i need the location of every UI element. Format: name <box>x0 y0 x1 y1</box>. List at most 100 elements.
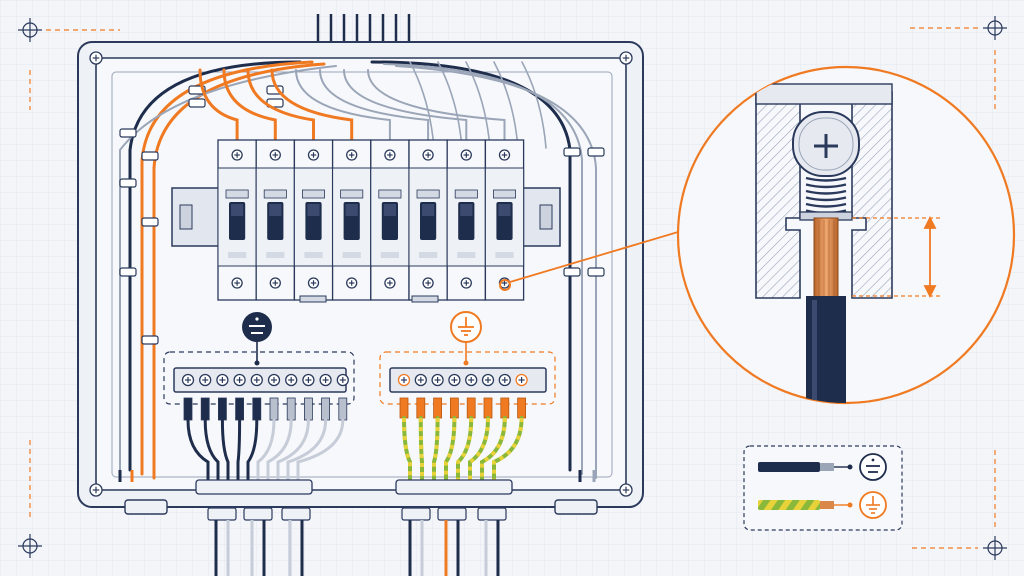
breaker-top-screw-icon <box>307 149 320 161</box>
earth-wire-ferrule <box>416 397 426 419</box>
circuit-breaker[interactable] <box>484 139 525 301</box>
terminal-housing-top <box>755 83 893 105</box>
breaker-top-screw-icon <box>269 149 281 161</box>
circuit-breaker[interactable] <box>217 139 257 301</box>
earth-wire-ferrule <box>466 397 476 419</box>
neutral-wire <box>236 418 242 487</box>
top-cable-entry <box>316 14 411 44</box>
terminal-detail-callout <box>676 65 1016 405</box>
circuit-breaker[interactable] <box>446 139 487 301</box>
cable-clip <box>119 128 137 138</box>
earth-terminal-screw-icon <box>481 373 495 387</box>
breaker-bottom-screw-icon <box>422 277 434 289</box>
enclosure-back-plate <box>111 71 613 478</box>
neutral-terminal-screw-icon <box>250 373 263 387</box>
earth-terminal-screw-icon <box>448 373 461 387</box>
cable-clip <box>119 267 137 277</box>
earth-terminal-screw-icon <box>414 373 427 387</box>
crosshair-icon <box>983 536 1007 560</box>
din-rail-slot-right <box>539 204 553 230</box>
ground-icon <box>859 491 887 519</box>
neutral-wire-ferrule <box>200 397 210 421</box>
breaker-bottom-screw-icon <box>346 277 358 289</box>
breaker-top-screw-icon <box>460 149 472 161</box>
earth-bar-terminals <box>397 373 528 487</box>
exit-cable <box>437 507 467 576</box>
breaker-bottom-screw-icon <box>231 277 243 289</box>
neutral-wire-ferrule <box>269 397 279 421</box>
earth-terminal-screw-icon <box>431 373 444 387</box>
screw-thread <box>799 176 853 221</box>
circuit-breaker[interactable] <box>331 139 372 301</box>
neutral-wire <box>186 418 210 487</box>
neutral-terminal-screw-icon <box>319 373 332 387</box>
cable-clip <box>119 178 137 188</box>
neutral-bar-terminals <box>181 373 349 487</box>
earth-wire-ferrule <box>399 397 409 419</box>
din-rail-slot-left <box>179 204 193 230</box>
neutral-terminal-screw-icon <box>181 373 195 387</box>
enclosure-foot-left <box>124 499 168 515</box>
enclosure-corner-screws <box>89 51 633 497</box>
neutral-icon <box>242 312 272 366</box>
cable-clip <box>141 335 159 345</box>
breaker-top-screw-icon <box>384 149 396 161</box>
legend-item-neutral <box>758 453 887 481</box>
breaker-top-screw-icon <box>422 149 434 161</box>
neutral-cable-gland <box>195 479 313 495</box>
neutral-wire-ferrule <box>338 397 348 421</box>
neutral-wire-ferrule <box>286 397 296 421</box>
strip-length-arrow <box>923 215 937 299</box>
exit-cable <box>477 507 507 576</box>
neutral-wire <box>276 418 310 487</box>
earth-terminal-screw-icon <box>515 373 528 387</box>
exit-cable <box>401 507 431 576</box>
wire-legend <box>743 445 903 531</box>
bottom-cable-glands <box>118 470 596 576</box>
crosshair-icon <box>18 534 42 558</box>
earth-wire-ferrule <box>517 397 526 419</box>
cable-clip <box>587 267 605 277</box>
breaker-top-screw-icon <box>346 149 358 161</box>
cable-clip <box>141 151 159 161</box>
neutral-wire-ferrule <box>252 397 262 421</box>
callout-origin-dot <box>499 279 511 291</box>
copper-conductor <box>813 217 839 299</box>
neutral-wire <box>203 418 220 487</box>
corner-dash-marks <box>29 27 996 549</box>
neutral-terminal-screw-icon <box>302 373 315 387</box>
earth-wire-ferrule <box>483 397 493 419</box>
neutral-wire <box>286 418 328 487</box>
earth-terminal-screw-icon <box>465 373 478 387</box>
corner-screw-icon <box>619 51 633 65</box>
neutral-wire <box>220 418 230 487</box>
neutral-wire-ferrule <box>183 397 193 421</box>
callout-leader-line <box>509 231 679 283</box>
circuit-breaker[interactable] <box>408 139 448 301</box>
cable-clip <box>188 98 206 108</box>
neutral-wire-ferrule <box>321 397 331 421</box>
cable-clip <box>563 147 581 157</box>
corner-screw-icon <box>89 483 103 497</box>
neutral-wire-ferrule <box>235 397 245 421</box>
neutral-icon <box>859 453 887 481</box>
neutral-terminal-screw-icon <box>199 373 212 387</box>
circuit-breaker[interactable] <box>370 139 410 301</box>
breaker-bottom-screw-icon <box>269 277 281 289</box>
neutral-terminal-screw-icon <box>233 373 246 387</box>
cable-clip <box>141 217 159 227</box>
circuit-breaker[interactable] <box>255 139 296 301</box>
circuit-breaker[interactable] <box>293 139 334 301</box>
earth-wire-ferrule <box>500 397 510 419</box>
neutral-wire <box>246 418 259 487</box>
corner-screw-icon <box>89 51 103 65</box>
neutral-wire-ferrule <box>217 397 227 421</box>
neutral-wire-ferrule <box>303 397 313 421</box>
neutral-wire <box>296 418 345 487</box>
neutral-terminal-screw-icon <box>216 373 229 387</box>
corner-screw-icon <box>619 483 633 497</box>
enclosure-foot-right <box>554 499 598 515</box>
earth-wire-ferrule <box>449 397 459 419</box>
